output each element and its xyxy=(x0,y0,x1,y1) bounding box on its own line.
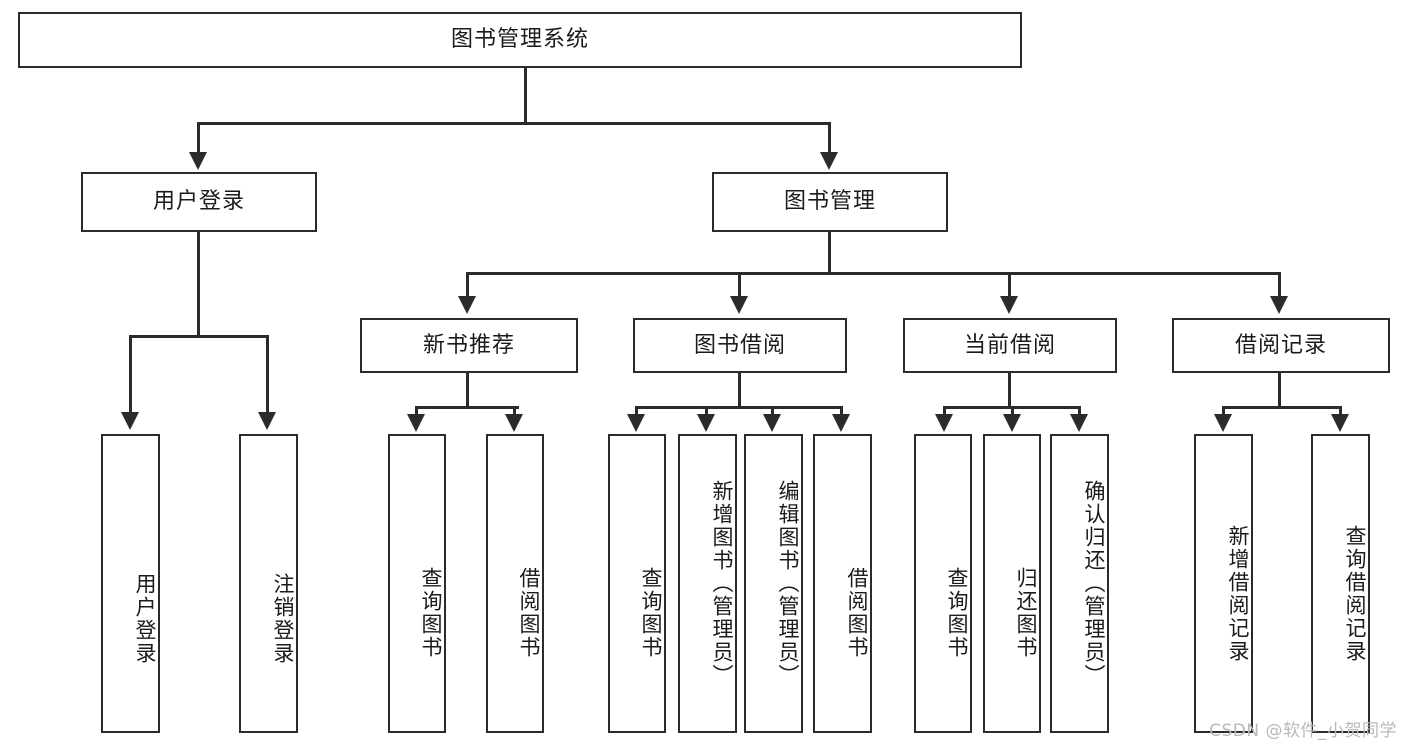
edge-root-stem xyxy=(524,68,527,122)
arrow-current-borrow-to-leaf-1 xyxy=(1003,414,1021,432)
edge-user-login-to-leaf-0 xyxy=(129,335,132,414)
edge-root-to-book-manage xyxy=(828,122,831,154)
leaf-label: 查询图书 xyxy=(419,566,443,659)
arrow-borrow-record-to-leaf-1 xyxy=(1331,414,1349,432)
edge-book-manage-stem xyxy=(828,232,831,272)
edge-new-book-to-leaf-1 xyxy=(513,406,516,416)
arrow-new-book-to-leaf-0 xyxy=(407,414,425,432)
leaf-current-borrow-return-book[interactable]: 归还图书 xyxy=(983,434,1041,733)
arrow-current-borrow-to-leaf-0 xyxy=(935,414,953,432)
edge-current-borrow-to-leaf-0 xyxy=(943,406,946,416)
leaf-label: 新增图书（管理员） xyxy=(710,480,734,687)
arrow-book-manage-to-l3-3 xyxy=(1270,296,1288,314)
node-label: 图书借阅 xyxy=(693,332,786,358)
node-new-book-recommend[interactable]: 新书推荐 xyxy=(360,318,578,373)
edge-root-bus xyxy=(197,122,831,125)
arrow-root-to-book-manage xyxy=(820,152,838,170)
edge-book-borrow-to-leaf-1 xyxy=(705,406,708,416)
node-book-borrow[interactable]: 图书借阅 xyxy=(633,318,847,373)
watermark-text: CSDN @软件_小贺同学 xyxy=(1209,721,1397,741)
arrow-book-borrow-to-leaf-3 xyxy=(832,414,850,432)
leaf-book-borrow-borrow-book[interactable]: 借阅图书 xyxy=(813,434,872,733)
edge-root-to-user-login xyxy=(197,122,200,154)
edge-book-borrow-bus xyxy=(635,406,842,409)
arrow-book-borrow-to-leaf-1 xyxy=(697,414,715,432)
edge-new-book-stem xyxy=(466,373,469,406)
arrow-book-manage-to-l3-2 xyxy=(1000,296,1018,314)
arrow-new-book-to-leaf-1 xyxy=(505,414,523,432)
edge-book-manage-bus xyxy=(466,272,1281,275)
arrow-book-manage-to-l3-1 xyxy=(730,296,748,314)
edge-book-borrow-to-leaf-0 xyxy=(635,406,638,416)
edge-book-borrow-to-leaf-3 xyxy=(840,406,843,416)
node-label: 新书推荐 xyxy=(422,332,515,358)
arrow-book-manage-to-l3-0 xyxy=(458,296,476,314)
leaf-label: 归还图书 xyxy=(1014,566,1038,659)
edge-book-manage-to-l3-0 xyxy=(466,272,469,298)
edge-borrow-record-to-leaf-1 xyxy=(1339,406,1342,416)
leaf-new-book-query-book[interactable]: 查询图书 xyxy=(388,434,446,733)
edge-current-borrow-to-leaf-2 xyxy=(1078,406,1081,416)
leaf-new-book-borrow-book[interactable]: 借阅图书 xyxy=(486,434,544,733)
arrow-user-login-to-leaf-1 xyxy=(258,412,276,430)
leaf-book-borrow-add-book-admin[interactable]: 新增图书（管理员） xyxy=(678,434,737,733)
leaf-label: 用户登录 xyxy=(133,572,157,665)
node-user-login[interactable]: 用户登录 xyxy=(81,172,317,232)
leaf-label: 查询借阅记录 xyxy=(1343,524,1367,663)
leaf-user-login-logout[interactable]: 注销登录 xyxy=(239,434,298,733)
arrow-borrow-record-to-leaf-0 xyxy=(1214,414,1232,432)
edge-book-borrow-to-leaf-2 xyxy=(771,406,774,416)
edge-current-borrow-stem xyxy=(1008,373,1011,406)
leaf-user-login-login[interactable]: 用户登录 xyxy=(101,434,160,733)
node-label: 图书管理 xyxy=(783,189,876,215)
edge-user-login-stem xyxy=(197,232,200,335)
edge-user-login-to-leaf-1 xyxy=(266,335,269,414)
arrow-book-borrow-to-leaf-0 xyxy=(627,414,645,432)
node-label: 当前借阅 xyxy=(963,332,1056,358)
leaf-label: 借阅图书 xyxy=(845,566,869,659)
leaf-current-borrow-query-book[interactable]: 查询图书 xyxy=(914,434,972,733)
leaf-label: 确认归还（管理员） xyxy=(1082,480,1106,687)
edge-book-borrow-stem xyxy=(738,373,741,406)
edge-current-borrow-to-leaf-1 xyxy=(1011,406,1014,416)
edge-new-book-to-leaf-0 xyxy=(415,406,418,416)
leaf-label: 借阅图书 xyxy=(517,566,541,659)
arrow-root-to-user-login xyxy=(189,152,207,170)
arrow-user-login-to-leaf-0 xyxy=(121,412,139,430)
node-root-system[interactable]: 图书管理系统 xyxy=(18,12,1022,68)
node-borrow-record[interactable]: 借阅记录 xyxy=(1172,318,1390,373)
node-current-borrow[interactable]: 当前借阅 xyxy=(903,318,1117,373)
leaf-label: 编辑图书（管理员） xyxy=(776,480,800,687)
edge-user-login-bus xyxy=(129,335,269,338)
edge-borrow-record-to-leaf-0 xyxy=(1222,406,1225,416)
leaf-borrow-record-query-record[interactable]: 查询借阅记录 xyxy=(1311,434,1370,733)
edge-new-book-bus xyxy=(415,406,519,409)
arrow-book-borrow-to-leaf-2 xyxy=(763,414,781,432)
leaf-borrow-record-add-record[interactable]: 新增借阅记录 xyxy=(1194,434,1253,733)
edge-borrow-record-bus xyxy=(1222,406,1342,409)
node-label: 用户登录 xyxy=(152,189,245,215)
node-label: 图书管理系统 xyxy=(450,27,589,53)
edge-book-manage-to-l3-1 xyxy=(738,272,741,298)
leaf-label: 新增借阅记录 xyxy=(1226,524,1250,663)
leaf-book-borrow-edit-book-admin[interactable]: 编辑图书（管理员） xyxy=(744,434,803,733)
leaf-label: 注销登录 xyxy=(271,572,295,665)
edge-borrow-record-stem xyxy=(1278,373,1281,406)
arrow-current-borrow-to-leaf-2 xyxy=(1070,414,1088,432)
leaf-book-borrow-query-book[interactable]: 查询图书 xyxy=(608,434,666,733)
leaf-current-borrow-confirm-return-admin[interactable]: 确认归还（管理员） xyxy=(1050,434,1109,733)
node-book-management[interactable]: 图书管理 xyxy=(712,172,948,232)
edge-book-manage-to-l3-3 xyxy=(1278,272,1281,298)
edge-book-manage-to-l3-2 xyxy=(1008,272,1011,298)
leaf-label: 查询图书 xyxy=(945,566,969,659)
node-label: 借阅记录 xyxy=(1234,332,1327,358)
leaf-label: 查询图书 xyxy=(639,566,663,659)
